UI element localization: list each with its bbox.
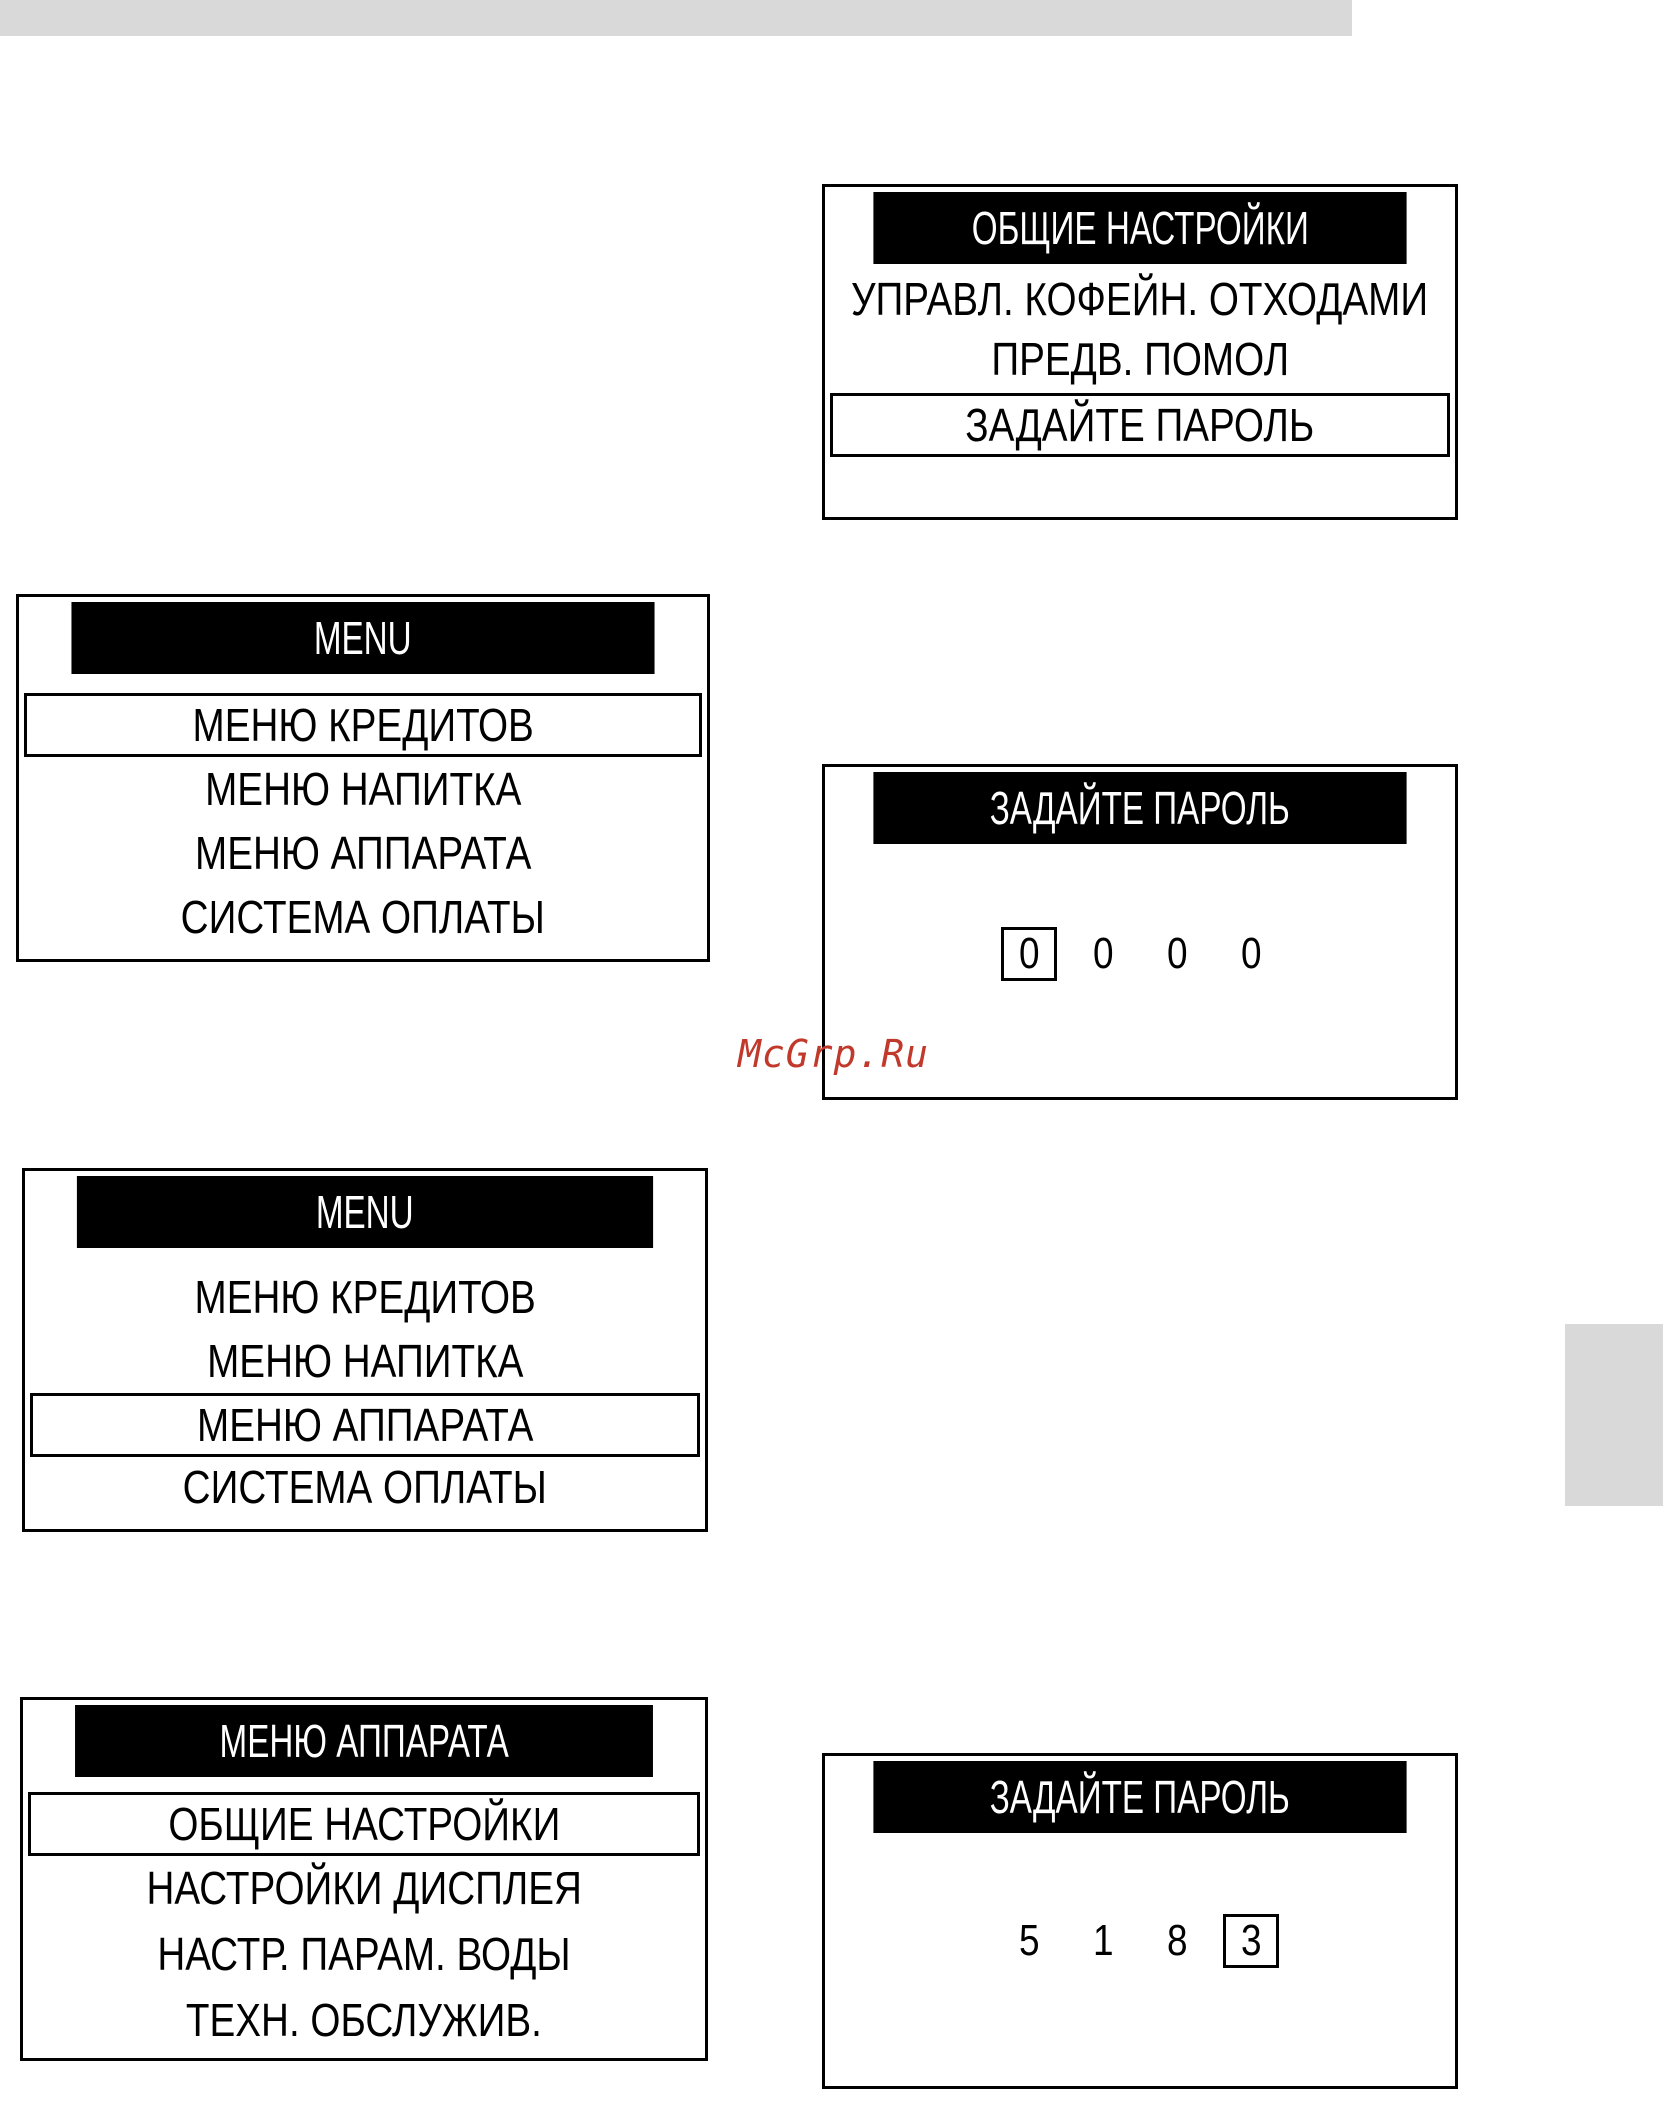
menu-item-payment[interactable]: СИСТЕМА ОПЛАТЫ	[180, 891, 546, 943]
menu-item-credits[interactable]: МЕНЮ КРЕДИТОВ	[194, 1271, 536, 1323]
screen-title: МЕНЮ АППАРАТА	[75, 1705, 653, 1777]
menu-item-beverage[interactable]: МЕНЮ НАПИТКА	[206, 1335, 524, 1387]
machine-menu-screen: МЕНЮ АППАРАТА ОБЩИЕ НАСТРОЙКИ НАСТРОЙКИ …	[20, 1697, 708, 2061]
password-digit[interactable]: 0	[1166, 929, 1188, 978]
menu-item-maintenance[interactable]: ТЕХН. ОБСЛУЖИВ.	[185, 1994, 542, 2046]
password-digit[interactable]: 0	[1092, 929, 1114, 978]
password-digit[interactable]: 0	[1240, 929, 1262, 978]
menu-item-pregrind[interactable]: ПРЕДВ. ПОМОЛ	[991, 333, 1289, 385]
password-digit[interactable]: 8	[1166, 1916, 1188, 1965]
general-settings-screen: ОБЩИЕ НАСТРОЙКИ УПРАВЛ. КОФЕЙН. ОТХОДАМИ…	[822, 184, 1458, 520]
screen-title: MENU	[76, 1176, 654, 1248]
screen-title: ЗАДАЙТЕ ПАРОЛЬ	[873, 772, 1407, 844]
screen-title: MENU	[71, 602, 655, 674]
menu-item-machine[interactable]: МЕНЮ АППАРАТА	[194, 827, 532, 879]
password-digit[interactable]: 1	[1092, 1916, 1114, 1965]
menu-item-water-settings[interactable]: НАСТР. ПАРАМ. ВОДЫ	[157, 1928, 571, 1980]
menu-item-display-settings[interactable]: НАСТРОЙКИ ДИСПЛЕЯ	[146, 1862, 582, 1914]
menu-item-coffee-waste[interactable]: УПРАВЛ. КОФЕЙН. ОТХОДАМИ	[851, 273, 1429, 325]
password-digits: 0 0 0 0	[825, 927, 1455, 981]
password-digits: 5 1 8 3	[825, 1914, 1455, 1968]
password-screen-1: ЗАДАЙТЕ ПАРОЛЬ 0 0 0 0	[822, 764, 1458, 1100]
top-gray-bar	[0, 0, 1352, 36]
password-digit[interactable]: 5	[1018, 1916, 1040, 1965]
menu-item-credits[interactable]: МЕНЮ КРЕДИТОВ	[24, 693, 702, 757]
menu-item-machine[interactable]: МЕНЮ АППАРАТА	[30, 1393, 700, 1457]
screen-title: ОБЩИЕ НАСТРОЙКИ	[873, 192, 1407, 264]
password-digit[interactable]: 0	[1001, 927, 1057, 981]
menu-screen-2: MENU МЕНЮ КРЕДИТОВ МЕНЮ НАПИТКА МЕНЮ АПП…	[22, 1168, 708, 1532]
menu-screen-1: MENU МЕНЮ КРЕДИТОВ МЕНЮ НАПИТКА МЕНЮ АПП…	[16, 594, 710, 962]
menu-item-beverage[interactable]: МЕНЮ НАПИТКА	[204, 763, 522, 815]
password-digit[interactable]: 3	[1223, 1914, 1279, 1968]
side-gray-tab	[1565, 1324, 1663, 1506]
watermark: McGrp.Ru	[738, 1032, 930, 1076]
menu-item-payment[interactable]: СИСТЕМА ОПЛАТЫ	[182, 1461, 548, 1513]
menu-item-general-settings[interactable]: ОБЩИЕ НАСТРОЙКИ	[28, 1792, 700, 1856]
password-screen-2: ЗАДАЙТЕ ПАРОЛЬ 5 1 8 3	[822, 1753, 1458, 2089]
screen-title: ЗАДАЙТЕ ПАРОЛЬ	[873, 1761, 1407, 1833]
menu-item-set-password[interactable]: ЗАДАЙТЕ ПАРОЛЬ	[830, 393, 1450, 457]
